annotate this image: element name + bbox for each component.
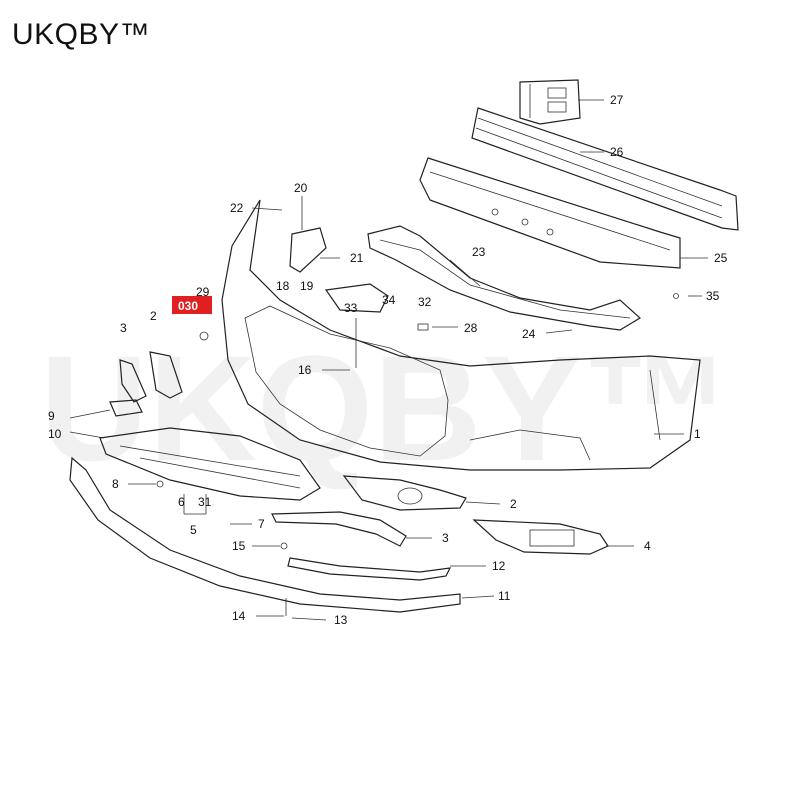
callout-8: 8 <box>112 477 119 491</box>
part-11-lower-valance <box>69 456 461 613</box>
part-2-grille-bracket-left <box>149 351 183 399</box>
part-19-bracket <box>289 227 327 273</box>
callout-24: 24 <box>522 327 536 341</box>
lead-lines <box>69 99 708 621</box>
fastener-15 <box>280 542 288 550</box>
callout-33: 33 <box>344 301 358 315</box>
callout-28: 28 <box>464 321 478 335</box>
callout-6: 6 <box>178 495 185 509</box>
callout-1: 1 <box>694 427 701 441</box>
callout-9: 9 <box>48 409 55 423</box>
fastener-8 <box>156 480 164 488</box>
callout-10: 10 <box>48 427 62 441</box>
callout-21: 21 <box>350 251 364 265</box>
callout-3-left: 3 <box>120 321 127 335</box>
part-5-under-shield <box>99 427 321 501</box>
callout-3-right: 3 <box>442 531 449 545</box>
callout-12: 12 <box>492 559 506 573</box>
callout-35: 35 <box>706 289 720 303</box>
part-9-clip <box>109 399 143 417</box>
callout-2-right: 2 <box>510 497 517 511</box>
callout-7: 7 <box>258 517 265 531</box>
part-3-trim-left <box>119 359 147 403</box>
part-26-reinforcement-bar <box>471 107 739 231</box>
clip-28 <box>417 323 429 331</box>
callout-29: 29 <box>196 285 210 299</box>
watermark: UKQBY™ <box>40 324 732 492</box>
part-23-upper-support <box>367 225 642 331</box>
callout-31: 31 <box>198 495 212 509</box>
callout-27: 27 <box>610 93 624 107</box>
highlight-badge: 030 <box>172 296 212 314</box>
callout-34: 34 <box>382 293 396 307</box>
fastener-29 <box>199 331 209 341</box>
callout-18: 18 <box>276 279 290 293</box>
part-2-fog-bezel-right <box>342 475 467 511</box>
badge-text: 030 <box>178 299 198 313</box>
callout-14: 14 <box>232 609 246 623</box>
callout-32: 32 <box>418 295 432 309</box>
callout-22: 22 <box>230 201 244 215</box>
callout-15: 15 <box>232 539 246 553</box>
part-25-energy-absorber <box>419 157 681 269</box>
callout-2-left: 2 <box>150 309 157 323</box>
brand-logo: UKQBY™ <box>12 18 151 51</box>
part-32-bracket <box>324 283 389 313</box>
callout-16: 16 <box>298 363 312 377</box>
callout-26: 26 <box>610 145 624 159</box>
part-3-trim-right <box>271 511 407 547</box>
callout-11: 11 <box>498 589 511 603</box>
callout-23: 23 <box>472 245 486 259</box>
part-27-bracket <box>519 79 581 125</box>
part-1-bumper-fascia <box>221 199 701 471</box>
part-12-trim-strip <box>287 557 452 581</box>
callout-25: 25 <box>714 251 728 265</box>
callout-13: 13 <box>334 613 348 627</box>
fastener-35 <box>673 293 679 299</box>
callout-5: 5 <box>190 523 197 537</box>
callout-20: 20 <box>294 181 308 195</box>
callout-4: 4 <box>644 539 651 553</box>
callout-19: 19 <box>300 279 314 293</box>
part-4-fog-grille <box>472 519 609 555</box>
